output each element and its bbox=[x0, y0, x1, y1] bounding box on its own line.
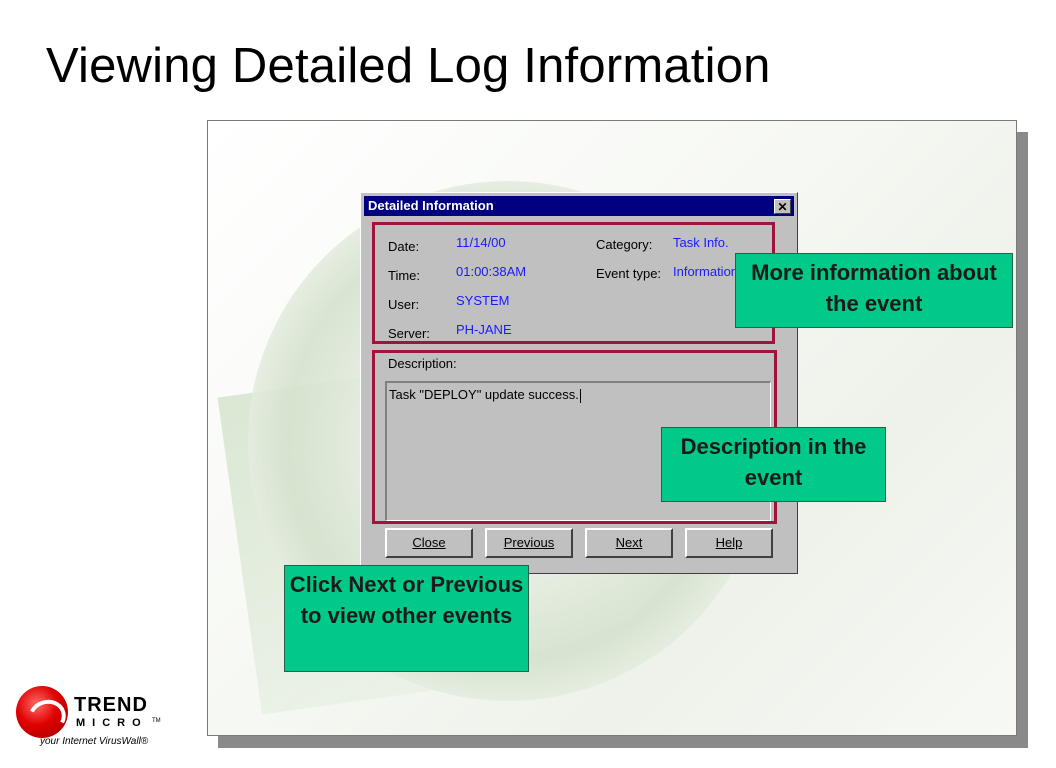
event-type-label: Event type: bbox=[596, 266, 662, 281]
user-label: User: bbox=[388, 297, 420, 312]
text-caret bbox=[579, 388, 581, 403]
time-label: Time: bbox=[388, 268, 421, 283]
time-value: 01:00:38AM bbox=[456, 264, 527, 279]
category-value: Task Info. bbox=[673, 235, 729, 250]
event-details-highlight bbox=[372, 222, 775, 344]
close-button[interactable]: Close bbox=[385, 528, 473, 558]
description-callout: Description in the event bbox=[661, 427, 886, 502]
dialog-titlebar: Detailed Information ✕ bbox=[364, 196, 794, 216]
logo-brand-top: TREND bbox=[74, 694, 148, 716]
server-label: Server: bbox=[388, 326, 430, 341]
description-text: Task "DEPLOY" update success. bbox=[389, 387, 581, 403]
previous-button[interactable]: Previous bbox=[485, 528, 573, 558]
logo-ball-icon bbox=[16, 686, 68, 738]
trend-micro-logo: TREND MICRO TM your Internet VirusWall® bbox=[14, 684, 184, 754]
dialog-title: Detailed Information bbox=[368, 198, 494, 213]
date-label: Date: bbox=[388, 239, 420, 254]
category-label: Category: bbox=[596, 237, 653, 252]
help-button[interactable]: Help bbox=[685, 528, 773, 558]
logo-brand-bottom: MICRO bbox=[76, 717, 148, 729]
server-value: PH-JANE bbox=[456, 322, 512, 337]
dialog-close-icon[interactable]: ✕ bbox=[774, 199, 791, 214]
date-value: 11/14/00 bbox=[456, 235, 506, 250]
logo-tagline: your Internet VirusWall® bbox=[40, 736, 149, 747]
event-type-value: Information bbox=[673, 264, 739, 279]
user-value: SYSTEM bbox=[456, 293, 510, 308]
navigation-callout: Click Next or Previous to view other eve… bbox=[284, 565, 529, 672]
logo-trademark: TM bbox=[152, 718, 161, 724]
slide-title: Viewing Detailed Log Information bbox=[46, 39, 771, 93]
description-label: Description: bbox=[388, 356, 457, 371]
more-info-callout: More information about the event bbox=[735, 253, 1013, 328]
next-button[interactable]: Next bbox=[585, 528, 673, 558]
